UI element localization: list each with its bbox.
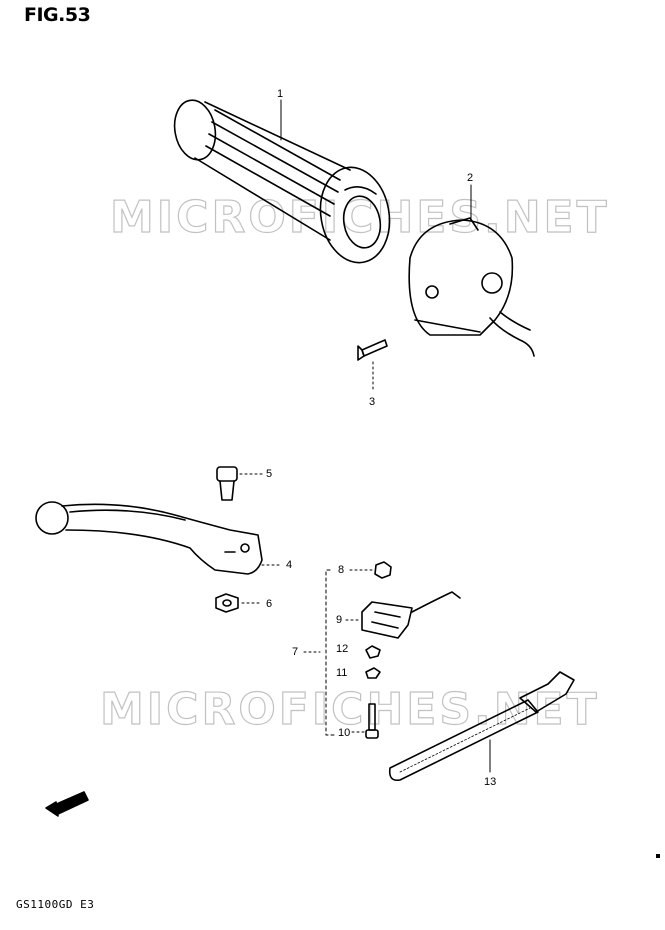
callout-11: 11 — [336, 667, 348, 679]
screw-icon — [357, 339, 388, 361]
pivot-bolt-icon — [216, 466, 238, 501]
cable-clamp-band-icon — [388, 671, 575, 782]
figure-title: FIG.53 — [24, 4, 91, 26]
callout-8: 8 — [338, 564, 345, 576]
callout-13: 13 — [484, 776, 497, 788]
watermark-top: MICROFICHES.NET — [109, 191, 610, 243]
callout-6: 6 — [266, 598, 273, 610]
callout-7: 7 — [292, 646, 299, 658]
callout-2: 2 — [467, 172, 474, 184]
screw-icon — [365, 703, 379, 739]
nut-icon — [365, 645, 381, 659]
nut-icon — [374, 561, 392, 579]
callout-9: 9 — [336, 614, 343, 626]
clutch-lever-icon — [35, 501, 263, 575]
nut-icon — [365, 667, 381, 679]
direction-badge-icon — [45, 791, 89, 817]
handlebar-grip-icon — [173, 99, 391, 264]
page-mark — [656, 854, 660, 858]
callout-4: 4 — [286, 559, 293, 571]
clutch-switch-icon — [361, 591, 461, 639]
callout-3: 3 — [369, 396, 376, 408]
callout-10: 10 — [338, 727, 351, 739]
leader-line-7 — [325, 569, 335, 736]
handlebar-switch-box-icon — [408, 217, 535, 357]
callout-5: 5 — [266, 468, 273, 480]
watermark-bottom: MICROFICHES.NET — [99, 683, 600, 735]
nut-icon — [215, 593, 239, 613]
callout-1: 1 — [277, 88, 284, 100]
callout-12: 12 — [336, 643, 349, 655]
model-code: GS1100GD E3 — [16, 898, 95, 911]
